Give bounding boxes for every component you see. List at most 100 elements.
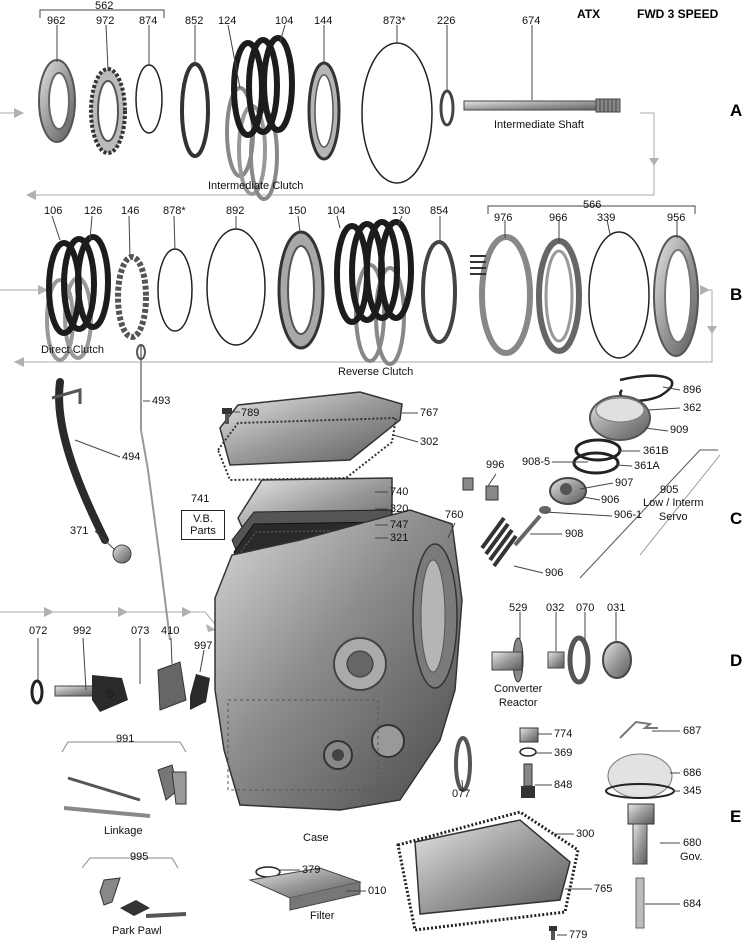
part-label-302: 302 bbox=[420, 436, 439, 448]
lower-parts bbox=[30, 344, 721, 940]
part-label-010: 010 bbox=[368, 885, 387, 897]
part-label-962: 962 bbox=[47, 15, 66, 27]
description-label: FWD 3 SPEED bbox=[637, 7, 719, 21]
caption-filter: Filter bbox=[310, 910, 335, 922]
part-label-320: 320 bbox=[390, 503, 409, 515]
part-label-345: 345 bbox=[683, 785, 702, 797]
part-label-996: 996 bbox=[486, 459, 505, 471]
part-label-680: 680 bbox=[683, 837, 702, 849]
section-label-e: E bbox=[730, 807, 742, 826]
part-label-321: 321 bbox=[390, 532, 409, 544]
caption-gov: Gov. bbox=[680, 851, 703, 863]
part-label-906-b: 906 bbox=[545, 567, 564, 579]
part-label-779: 779 bbox=[569, 929, 588, 941]
part-label-976: 976 bbox=[494, 212, 513, 224]
caption-converter-reactor: Converter Reactor bbox=[494, 683, 542, 709]
part-label-361a: 361A bbox=[634, 460, 660, 472]
part-label-741: 741 bbox=[191, 493, 210, 505]
flow-arrowheads bbox=[14, 108, 717, 632]
part-label-494: 494 bbox=[122, 451, 141, 463]
part-label-874: 874 bbox=[139, 15, 158, 27]
part-label-896: 896 bbox=[683, 384, 702, 396]
model-label: ATX bbox=[577, 7, 601, 21]
row-a-parts bbox=[38, 35, 621, 201]
leader-lines bbox=[37, 9, 696, 936]
part-label-740: 740 bbox=[390, 486, 409, 498]
part-label-956: 956 bbox=[667, 212, 686, 224]
part-label-873: 873* bbox=[383, 15, 406, 27]
vb-parts-box: V.B. Parts bbox=[181, 510, 225, 540]
part-label-073: 073 bbox=[131, 625, 150, 637]
vb-parts-line1: V.B. bbox=[193, 513, 213, 525]
part-label-077: 077 bbox=[452, 788, 471, 800]
part-label-765: 765 bbox=[594, 883, 613, 895]
part-label-995: 995 bbox=[130, 851, 149, 863]
part-label-767: 767 bbox=[420, 407, 439, 419]
caption-low-interm-servo: Low / Interm Servo bbox=[643, 497, 704, 523]
vb-parts-line2: Parts bbox=[190, 525, 216, 537]
part-label-747: 747 bbox=[390, 519, 409, 531]
converter-line2: Reactor bbox=[498, 697, 538, 709]
row-b-parts bbox=[45, 219, 699, 366]
part-label-687: 687 bbox=[683, 725, 702, 737]
part-label-908-5: 908-5 bbox=[522, 456, 551, 468]
section-label-d: D bbox=[730, 651, 743, 670]
part-label-892: 892 bbox=[226, 205, 245, 217]
caption-direct-clutch: Direct Clutch bbox=[41, 344, 104, 356]
part-label-126: 126 bbox=[84, 205, 103, 217]
part-label-339: 339 bbox=[597, 212, 616, 224]
part-label-104-b: 104 bbox=[327, 205, 346, 217]
section-label-b: B bbox=[730, 285, 743, 304]
part-label-906-1: 906-1 bbox=[614, 509, 643, 521]
caption-linkage: Linkage bbox=[104, 825, 143, 837]
low-interm-line1: Low / Interm bbox=[643, 497, 704, 509]
part-label-992: 992 bbox=[73, 625, 92, 637]
part-label-908: 908 bbox=[565, 528, 584, 540]
section-label-c: C bbox=[730, 509, 743, 528]
caption-intermediate-clutch: Intermediate Clutch bbox=[208, 180, 304, 192]
part-label-852: 852 bbox=[185, 15, 204, 27]
part-label-104-a: 104 bbox=[275, 15, 294, 27]
part-label-130: 130 bbox=[392, 205, 411, 217]
part-label-410: 410 bbox=[161, 625, 180, 637]
part-label-991: 991 bbox=[116, 733, 135, 745]
part-label-854: 854 bbox=[430, 205, 449, 217]
converter-line1: Converter bbox=[494, 683, 543, 695]
part-label-362: 362 bbox=[683, 402, 702, 414]
part-label-369: 369 bbox=[554, 747, 573, 759]
part-label-684: 684 bbox=[683, 898, 702, 910]
low-interm-line2: Servo bbox=[658, 511, 688, 523]
part-label-493: 493 bbox=[152, 395, 171, 407]
part-label-379: 379 bbox=[302, 864, 321, 876]
part-label-909: 909 bbox=[670, 424, 689, 436]
part-label-966: 966 bbox=[549, 212, 568, 224]
caption-park-pawl: Park Pawl bbox=[112, 925, 162, 937]
part-label-146: 146 bbox=[121, 205, 140, 217]
part-label-150: 150 bbox=[288, 205, 307, 217]
part-label-226: 226 bbox=[437, 15, 456, 27]
part-label-562: 562 bbox=[95, 0, 114, 12]
part-label-972: 972 bbox=[96, 15, 115, 27]
part-label-674: 674 bbox=[522, 15, 541, 27]
part-label-907: 907 bbox=[615, 477, 634, 489]
part-label-789: 789 bbox=[241, 407, 260, 419]
part-label-848: 848 bbox=[554, 779, 573, 791]
part-label-300: 300 bbox=[576, 828, 595, 840]
part-label-031: 031 bbox=[607, 602, 626, 614]
part-label-032: 032 bbox=[546, 602, 565, 614]
part-label-361b: 361B bbox=[643, 445, 669, 457]
part-label-124: 124 bbox=[218, 15, 237, 27]
part-label-070: 070 bbox=[576, 602, 595, 614]
caption-intermediate-shaft: Intermediate Shaft bbox=[494, 119, 584, 131]
part-label-072: 072 bbox=[29, 625, 48, 637]
caption-reverse-clutch: Reverse Clutch bbox=[338, 366, 414, 378]
section-label-a: A bbox=[730, 101, 743, 120]
part-label-686: 686 bbox=[683, 767, 702, 779]
part-label-144: 144 bbox=[314, 15, 333, 27]
part-label-906-a: 906 bbox=[601, 494, 620, 506]
caption-case: Case bbox=[303, 832, 329, 844]
part-label-760: 760 bbox=[445, 509, 464, 521]
part-label-529: 529 bbox=[509, 602, 528, 614]
part-label-371: 371 bbox=[70, 525, 89, 537]
